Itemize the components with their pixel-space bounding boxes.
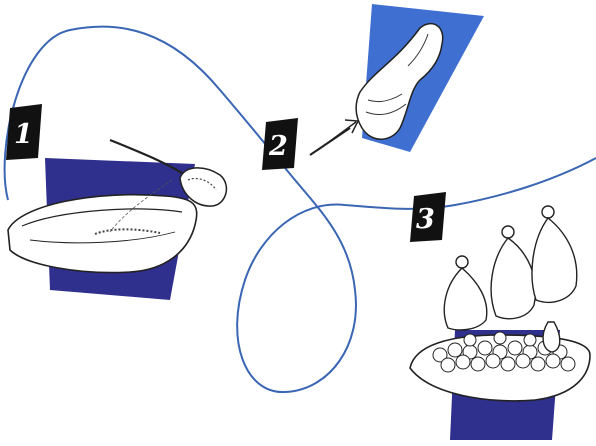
step-number-2: 2	[268, 131, 288, 162]
step-1-illustration	[7, 138, 228, 300]
clove-icon	[355, 23, 444, 140]
wrapped-piece-icon	[443, 205, 578, 353]
connecting-curve	[3, 25, 596, 394]
arrow-icon	[309, 119, 360, 156]
step-2-illustration	[309, 4, 484, 156]
step-badge-3: 3	[410, 192, 446, 242]
step-number-3: 3	[416, 204, 435, 235]
step-badge-2: 2	[262, 118, 298, 170]
spoon-icon	[109, 138, 228, 233]
step-3-illustration	[409, 205, 591, 440]
bowl-with-pieces-icon	[409, 331, 591, 402]
step-number-1: 1	[14, 119, 33, 150]
bowl-icon	[7, 193, 198, 274]
step-badge-1: 1	[6, 104, 42, 160]
